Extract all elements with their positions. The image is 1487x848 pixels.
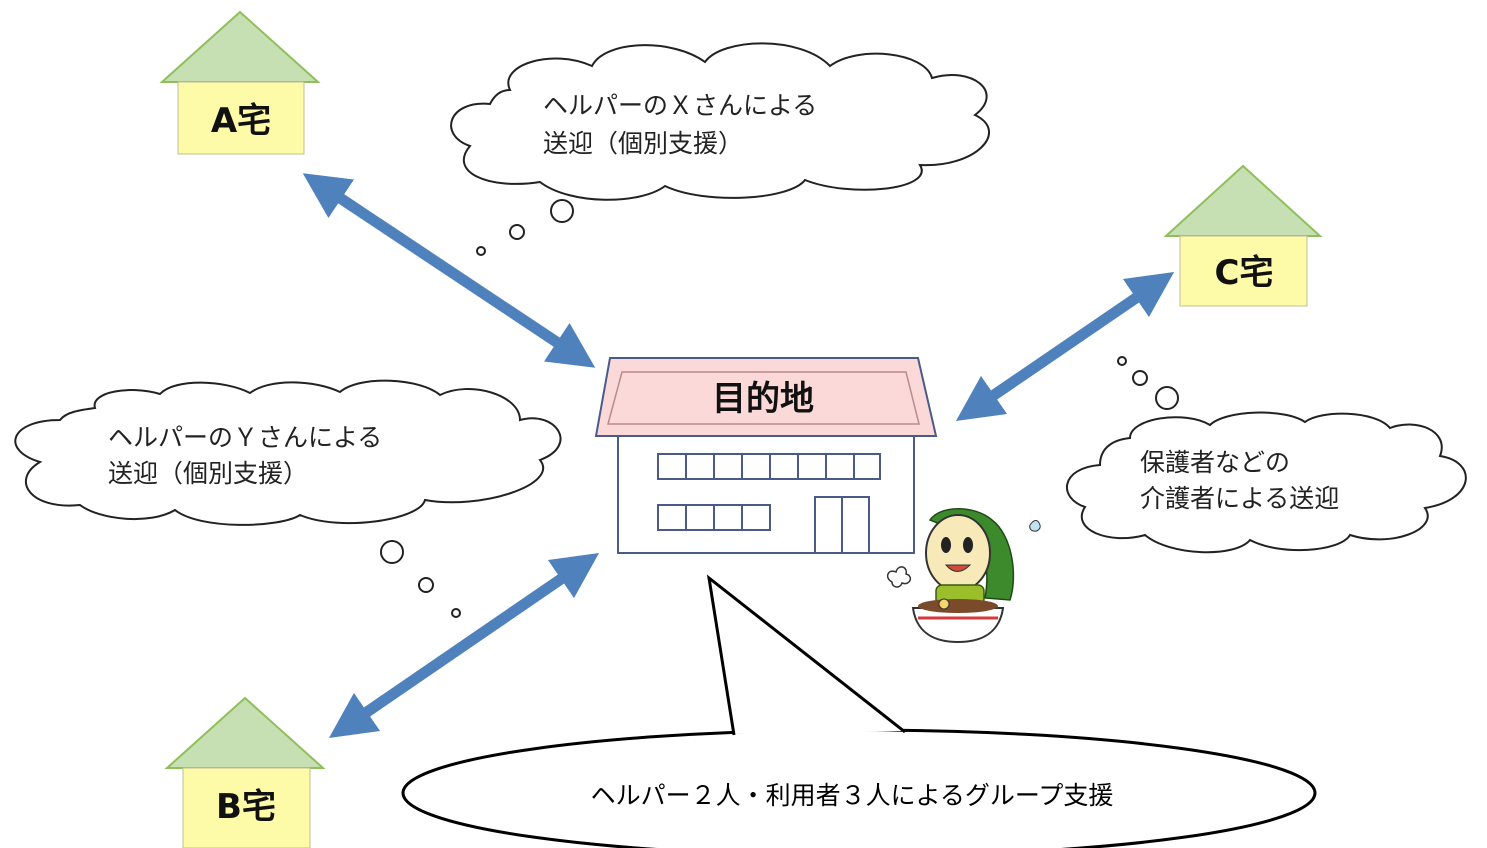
guardian-line1: 保護者などの	[1140, 448, 1290, 477]
house-c-body	[1179, 235, 1308, 307]
house-a: A宅	[159, 10, 321, 155]
mascot-mouth	[944, 564, 972, 572]
thought-bubble-helper-y: ヘルパーのＹさんによる 送迎（個別支援）	[14, 379, 562, 618]
house-a-label: A宅	[211, 101, 271, 141]
destination-building: 目的地	[594, 357, 938, 554]
helper-y-line1: ヘルパーのＹさんによる	[108, 423, 382, 452]
thought-bubble-guardian: 保護者などの 介護者による送迎	[1066, 356, 1467, 554]
destination-roof-inner	[607, 371, 920, 425]
helper-y-line2: 送迎（個別支援）	[108, 459, 308, 488]
cloud-guardian	[1066, 411, 1467, 554]
arrow-b-destination	[328, 552, 600, 739]
thought-dot	[1132, 370, 1148, 386]
thought-dot	[476, 246, 486, 256]
house-b-roof	[164, 696, 326, 769]
thought-dot	[451, 608, 461, 618]
arrow-c-destination	[955, 271, 1175, 422]
house-c-roof	[1163, 164, 1323, 237]
mascot-eye-left	[941, 537, 951, 553]
house-b-body	[182, 767, 311, 848]
house-c-label: C宅	[1215, 253, 1274, 293]
destination-door	[814, 496, 870, 554]
speech-bubble-group-support: ヘルパー２人・利用者３人によるグループ支援	[401, 574, 1317, 848]
house-c: C宅	[1163, 164, 1323, 307]
arrow-a-destination	[302, 173, 596, 368]
mascot-illustration	[886, 508, 1041, 644]
noodle-topping	[918, 599, 998, 613]
speech-tail-outline	[706, 574, 906, 736]
destination-windows-bottom	[657, 504, 771, 531]
house-a-roof	[159, 10, 321, 83]
destination-roof	[594, 357, 938, 437]
thought-dot	[1155, 386, 1179, 410]
helper-x-line1: ヘルパーのＸさんによる	[543, 91, 817, 120]
cloud-helper-y	[14, 379, 562, 526]
helper-x-line2: 送迎（個別支援）	[543, 129, 743, 158]
thought-dot	[1117, 356, 1127, 366]
thought-dot	[380, 540, 404, 564]
steam-icon	[886, 566, 912, 588]
guardian-line2: 介護者による送迎	[1140, 484, 1339, 513]
house-b-label: B宅	[216, 787, 276, 827]
group-support-text: ヘルパー２人・利用者３人によるグループ支援	[591, 781, 1114, 810]
thought-dot	[418, 577, 434, 593]
mascot-eye-right	[963, 537, 973, 553]
destination-windows-top	[657, 453, 881, 480]
house-b: B宅	[164, 696, 326, 848]
cloud-helper-x	[450, 42, 990, 201]
thought-bubble-helper-x: ヘルパーのＸさんによる 送迎（個別支援）	[450, 42, 990, 256]
sweat-drop-icon	[1029, 520, 1041, 532]
house-a-body	[177, 81, 305, 155]
mascot-head	[925, 514, 991, 592]
destination-label: 目的地	[712, 379, 814, 419]
noodle-egg	[938, 598, 950, 610]
thought-dot	[550, 199, 574, 223]
noodle-bowl	[911, 607, 1005, 644]
thought-dot	[509, 224, 525, 240]
